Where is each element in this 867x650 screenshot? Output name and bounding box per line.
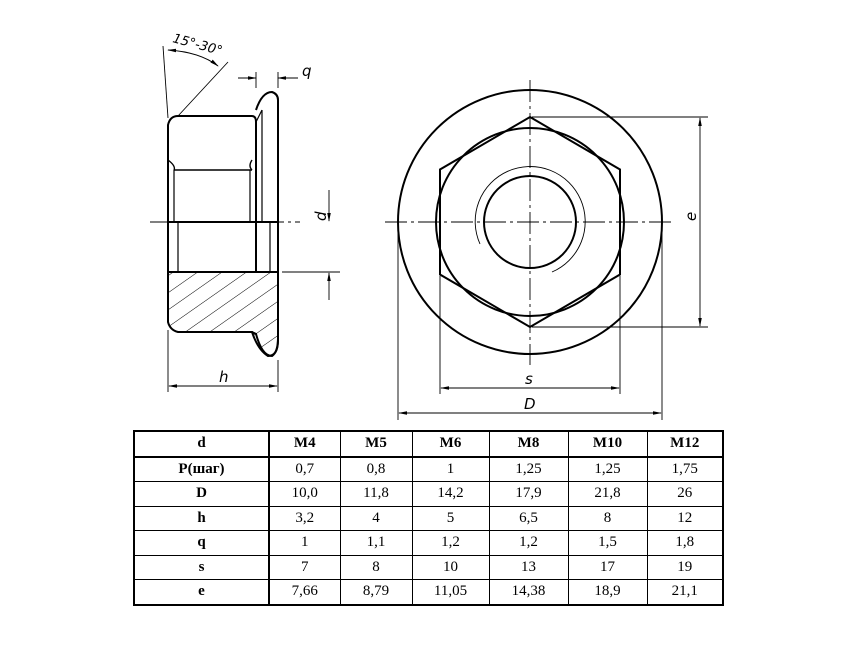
table-row: P(шаг) 0,7 0,8 1 1,25 1,25 1,75 (133, 456, 724, 482)
table-cell: 21,1 (646, 579, 724, 605)
table-cell: 0,8 (339, 456, 413, 482)
front-view (385, 80, 708, 420)
table-cell: 1,25 (567, 456, 648, 482)
header-cell: M8 (488, 430, 569, 458)
dim-label-q: q (302, 62, 312, 80)
table-row: e 7,66 8,79 11,05 14,38 18,9 21,1 (133, 579, 724, 605)
table-cell: 8,79 (339, 579, 413, 605)
header-cell: M10 (567, 430, 648, 458)
table-cell: 19 (646, 554, 724, 580)
row-label: e (133, 579, 270, 605)
table-cell: 10,0 (268, 481, 341, 507)
dim-label-s: s (525, 370, 533, 388)
table-row: s 7 8 10 13 17 19 (133, 554, 724, 580)
table-cell: 1 (411, 456, 490, 482)
table-cell: 3,2 (268, 505, 341, 531)
table-cell: 17 (567, 554, 648, 580)
dim-label-D: D (524, 395, 536, 413)
table-cell: 14,2 (411, 481, 490, 507)
table-cell: 13 (488, 554, 569, 580)
table-cell: 1,2 (488, 530, 569, 556)
dim-label-h: h (219, 368, 229, 386)
table-header-row: d M4 M5 M6 M8 M10 M12 (133, 430, 724, 458)
row-label: q (133, 530, 270, 556)
row-label: D (133, 481, 270, 507)
table-cell: 1,8 (646, 530, 724, 556)
table-cell: 1,5 (567, 530, 648, 556)
header-cell: M6 (411, 430, 490, 458)
table-cell: 0,7 (268, 456, 341, 482)
table-cell: 12 (646, 505, 724, 531)
table-row: D 10,0 11,8 14,2 17,9 21,8 26 (133, 481, 724, 507)
dimensions-table: d M4 M5 M6 M8 M10 M12 P(шаг) 0,7 0,8 1 1… (133, 430, 724, 606)
dim-label-e: e (682, 212, 700, 221)
table-cell: 1 (268, 530, 341, 556)
thread-arc (474, 166, 586, 273)
table-row: q 1 1,1 1,2 1,2 1,5 1,8 (133, 530, 724, 556)
table-row: h 3,2 4 5 6,5 8 12 (133, 505, 724, 531)
table-cell: 7 (268, 554, 341, 580)
table-cell: 6,5 (488, 505, 569, 531)
table-cell: 8 (339, 554, 413, 580)
header-cell: M5 (339, 430, 413, 458)
dim-label-d: d (312, 211, 330, 221)
table-cell: 14,38 (488, 579, 569, 605)
table-cell: 10 (411, 554, 490, 580)
table-cell: 4 (339, 505, 413, 531)
header-cell: M12 (646, 430, 724, 458)
nut-body-outline (167, 115, 257, 273)
table-cell: 1,25 (488, 456, 569, 482)
table-cell: 1,75 (646, 456, 724, 482)
section-hatched (167, 271, 279, 358)
table-cell: 11,05 (411, 579, 490, 605)
table-cell: 18,9 (567, 579, 648, 605)
table-cell: 8 (567, 505, 648, 531)
table-cell: 1,1 (339, 530, 413, 556)
technical-drawing: 15°-30° q d h e s D (150, 31, 708, 420)
table-cell: 5 (411, 505, 490, 531)
table-cell: 7,66 (268, 579, 341, 605)
row-label: s (133, 554, 270, 580)
table-cell: 26 (646, 481, 724, 507)
row-label: h (133, 505, 270, 531)
header-cell: d (133, 430, 270, 458)
table-cell: 17,9 (488, 481, 569, 507)
header-cell: M4 (268, 430, 341, 458)
side-view (150, 45, 340, 392)
row-label: P(шаг) (133, 456, 270, 482)
table-cell: 11,8 (339, 481, 413, 507)
table-cell: 21,8 (567, 481, 648, 507)
table-cell: 1,2 (411, 530, 490, 556)
